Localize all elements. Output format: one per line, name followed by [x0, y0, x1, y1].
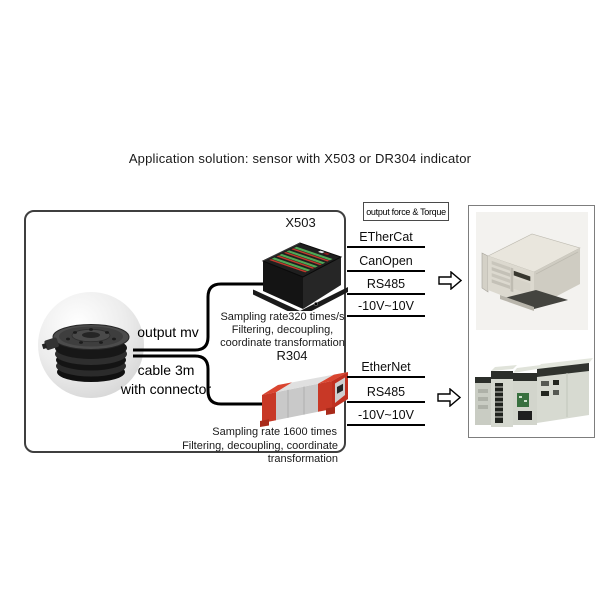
cable-label-line1: cable 3m [137, 362, 195, 378]
arrow-right-icon [437, 388, 461, 407]
protocol-row-analog: -10V~10V [347, 296, 425, 317]
protocol-label: CanOpen [359, 254, 413, 268]
x503-device-photo [253, 242, 348, 311]
cable-label: cable 3m with connector [110, 361, 222, 399]
x503-desc-line: Filtering, decoupling, [231, 324, 334, 336]
industrial-pc-photo [476, 212, 588, 330]
protocol-label: -10V~10V [358, 408, 414, 422]
r304-desc-line: Filtering, decoupling, coordinate transf… [182, 440, 338, 465]
protocol-row-ethercat: ETherCat [347, 227, 425, 248]
page-title: Application solution: sensor with X503 o… [128, 151, 472, 166]
output-mv-label: output mv [137, 324, 199, 340]
output-force-torque-label: output force & Torque [366, 206, 446, 217]
output-force-torque-box: output force & Torque [363, 202, 449, 221]
protocol-label: RS485 [366, 385, 406, 399]
plc-photo [475, 358, 593, 427]
protocol-row-analog: -10V~10V [347, 405, 425, 426]
x503-description: Sampling rate320 times/s Filtering, deco… [215, 311, 350, 350]
cable-label-line2: with connector [120, 381, 212, 397]
protocol-label: EtherNet [361, 360, 411, 374]
protocol-label: ETherCat [359, 230, 413, 244]
protocol-row-ethernet: EtherNet [347, 357, 425, 378]
protocol-row-rs485: RS485 [347, 382, 425, 403]
x503-label: X503 [285, 215, 316, 230]
arrow-right-icon [438, 271, 462, 290]
force-torque-sensor-photo [38, 292, 144, 398]
protocol-row-rs485: RS485 [347, 274, 425, 295]
r304-device-photo [260, 372, 348, 427]
protocol-label: RS485 [366, 277, 406, 291]
protocol-row-canopen: CanOpen [347, 251, 425, 272]
r304-label: R304 [276, 348, 308, 363]
x503-desc-line: coordinate transformation [220, 337, 345, 349]
x503-desc-line: Sampling rate320 times/s [220, 311, 345, 323]
r304-desc-line: Sampling rate 1600 times [212, 426, 337, 438]
protocol-label: -10V~10V [358, 299, 414, 313]
